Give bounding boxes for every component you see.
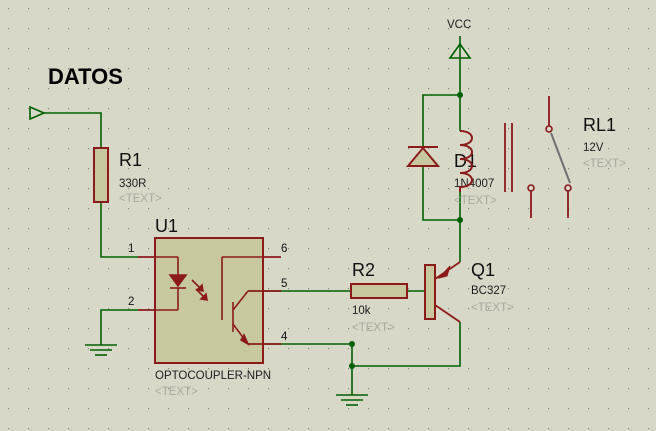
u1-ref: U1 bbox=[155, 216, 178, 236]
r2-text: <TEXT> bbox=[352, 322, 395, 334]
u1-pin5-number: 5 bbox=[281, 278, 287, 290]
wire-diode-top bbox=[422, 94, 460, 147]
rl1-ref: RL1 bbox=[583, 115, 616, 135]
q1-text: <TEXT> bbox=[471, 302, 514, 314]
rl1-relay[interactable] bbox=[459, 96, 572, 218]
r1-value: 330R bbox=[119, 178, 147, 190]
d1-ref: D1 bbox=[454, 151, 477, 171]
u1-pin1-number: 1 bbox=[128, 243, 134, 255]
ground-right-icon[interactable] bbox=[336, 394, 368, 406]
r1-body bbox=[93, 147, 109, 203]
q1-transistor[interactable] bbox=[424, 261, 461, 323]
rl1-nc-contact bbox=[527, 184, 535, 192]
d1-diode[interactable] bbox=[405, 146, 441, 167]
q1-base-bar bbox=[424, 264, 436, 320]
rl1-switch-arm bbox=[550, 132, 571, 184]
wire-pin2-ground bbox=[100, 309, 138, 345]
junction-vcc bbox=[457, 92, 463, 98]
junctions bbox=[349, 92, 463, 369]
q1-emitter-line bbox=[434, 304, 461, 323]
r2-value: 10k bbox=[352, 305, 371, 317]
junction-coil bbox=[457, 217, 463, 223]
ground-left-icon[interactable] bbox=[85, 344, 117, 356]
junction-emitter bbox=[349, 363, 355, 369]
vcc-terminal[interactable] bbox=[448, 36, 472, 66]
r2-ref: R2 bbox=[352, 260, 375, 280]
r2-body bbox=[350, 283, 408, 299]
q1-ref: Q1 bbox=[471, 260, 495, 280]
input-label: DATOS bbox=[48, 64, 123, 89]
q1-arrow-icon bbox=[437, 265, 451, 279]
u1-value: OPTOCOUPLER-NPN bbox=[155, 370, 271, 382]
u1-phototransistor-icon bbox=[221, 256, 263, 346]
rl1-value: 12V bbox=[583, 142, 604, 154]
grid-dots bbox=[8, 8, 650, 430]
wires bbox=[44, 66, 461, 395]
rl1-coil-icon bbox=[459, 130, 473, 192]
u1-text: <TEXT> bbox=[155, 386, 198, 398]
q1-value: BC327 bbox=[471, 285, 506, 297]
rl1-text: <TEXT> bbox=[583, 158, 626, 170]
u1-pin2-number: 2 bbox=[128, 296, 134, 308]
wire-q1-emitter bbox=[352, 322, 461, 367]
u1-optocoupler[interactable]: 1 2 6 5 4 bbox=[128, 237, 288, 364]
wire-r1-pin1 bbox=[100, 202, 138, 258]
vcc-arrow-icon bbox=[448, 42, 472, 59]
u1-pin4-number: 4 bbox=[281, 331, 288, 343]
rl1-no-contact bbox=[564, 184, 572, 192]
u1-led-icon bbox=[155, 256, 208, 311]
wire-diode-bottom bbox=[422, 166, 460, 221]
input-terminal-icon[interactable] bbox=[29, 105, 47, 121]
r1-resistor[interactable] bbox=[93, 147, 109, 203]
wire-input-r1 bbox=[44, 112, 102, 148]
r1-text: <TEXT> bbox=[119, 193, 162, 205]
vcc-label: VCC bbox=[447, 19, 471, 31]
r1-ref: R1 bbox=[119, 150, 142, 170]
d1-text: <TEXT> bbox=[454, 195, 497, 207]
d1-body bbox=[405, 146, 441, 167]
r2-resistor[interactable] bbox=[350, 283, 408, 299]
rl1-common-contact bbox=[545, 125, 553, 133]
u1-pin6-number: 6 bbox=[281, 243, 287, 255]
junction-pin4 bbox=[349, 341, 355, 347]
